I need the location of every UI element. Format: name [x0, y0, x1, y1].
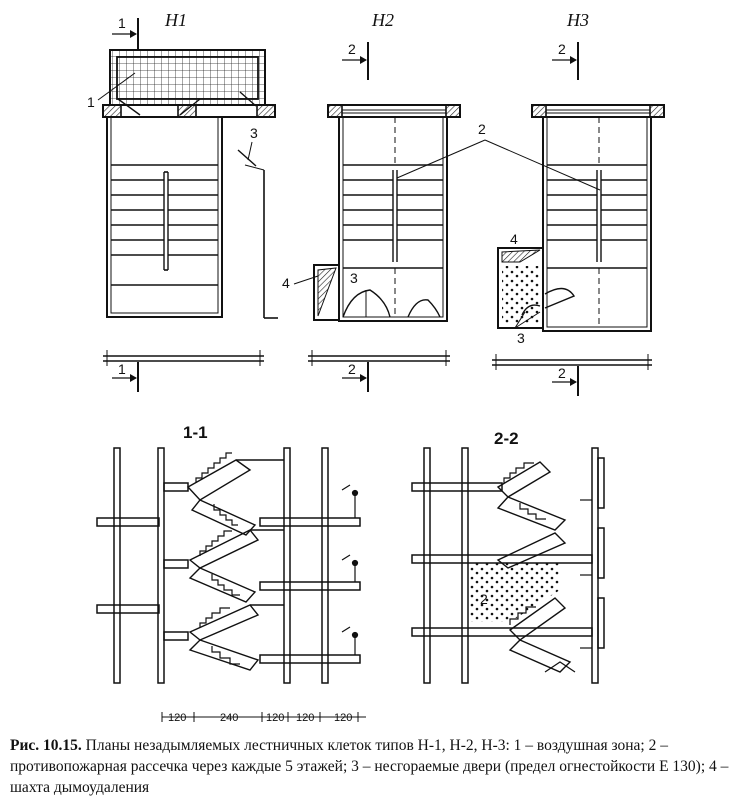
section-2-2-fire-break-label: 2: [480, 591, 488, 607]
dim-240: 240: [220, 712, 238, 724]
plan-h3: H3 2 4 3: [492, 10, 665, 396]
plan-h2: H2 2 4 3: [282, 10, 461, 392]
callout-4-shaft-h2: 4: [282, 275, 290, 291]
plan-h1-title: H1: [164, 10, 187, 30]
dim-120-a: 120: [168, 712, 186, 724]
figure-caption: Рис. 10.15. Планы незадымляемых лестничн…: [10, 735, 730, 798]
dim-120-c: 120: [296, 712, 314, 724]
section-mark-2-bottom-h2: 2: [348, 361, 356, 377]
caption-text: Планы незадымляемых лестничных клеток ти…: [10, 737, 729, 796]
figure-drawing: H1 1 1: [87, 10, 665, 724]
plan-h3-title: H3: [566, 10, 589, 30]
dim-120-b: 120: [266, 712, 284, 724]
section-mark-2-bottom-h3: 2: [558, 365, 566, 381]
callout-4-shaft-h3: 4: [510, 231, 518, 247]
plan-h1: H1 1 1: [87, 10, 278, 392]
fire-break-leaders: 2: [396, 121, 601, 191]
section-1-1: 1-1: [96, 423, 366, 724]
caption-label: Рис. 10.15.: [10, 737, 82, 754]
section-2-2: 2-2 2: [411, 429, 605, 684]
section-1-1-title: 1-1: [183, 423, 208, 442]
plan-h2-title: H2: [371, 10, 394, 30]
air-zone: [109, 49, 266, 106]
callout-2-fire-break: 2: [478, 121, 486, 137]
callout-3-doors-h3: 3: [517, 330, 525, 346]
section-mark-1-bottom: 1: [118, 361, 126, 377]
callout-1-air-zone: 1: [87, 94, 95, 110]
section-mark-2-top-h2: 2: [348, 41, 356, 57]
section-2-2-title: 2-2: [494, 429, 519, 448]
dim-120-d: 120: [334, 712, 352, 724]
section-mark-2-top-h3: 2: [558, 41, 566, 57]
callout-3-doors-h1: 3: [250, 125, 258, 141]
callout-3-doors-h2: 3: [350, 270, 358, 286]
section-mark-1-top: 1: [118, 15, 126, 31]
